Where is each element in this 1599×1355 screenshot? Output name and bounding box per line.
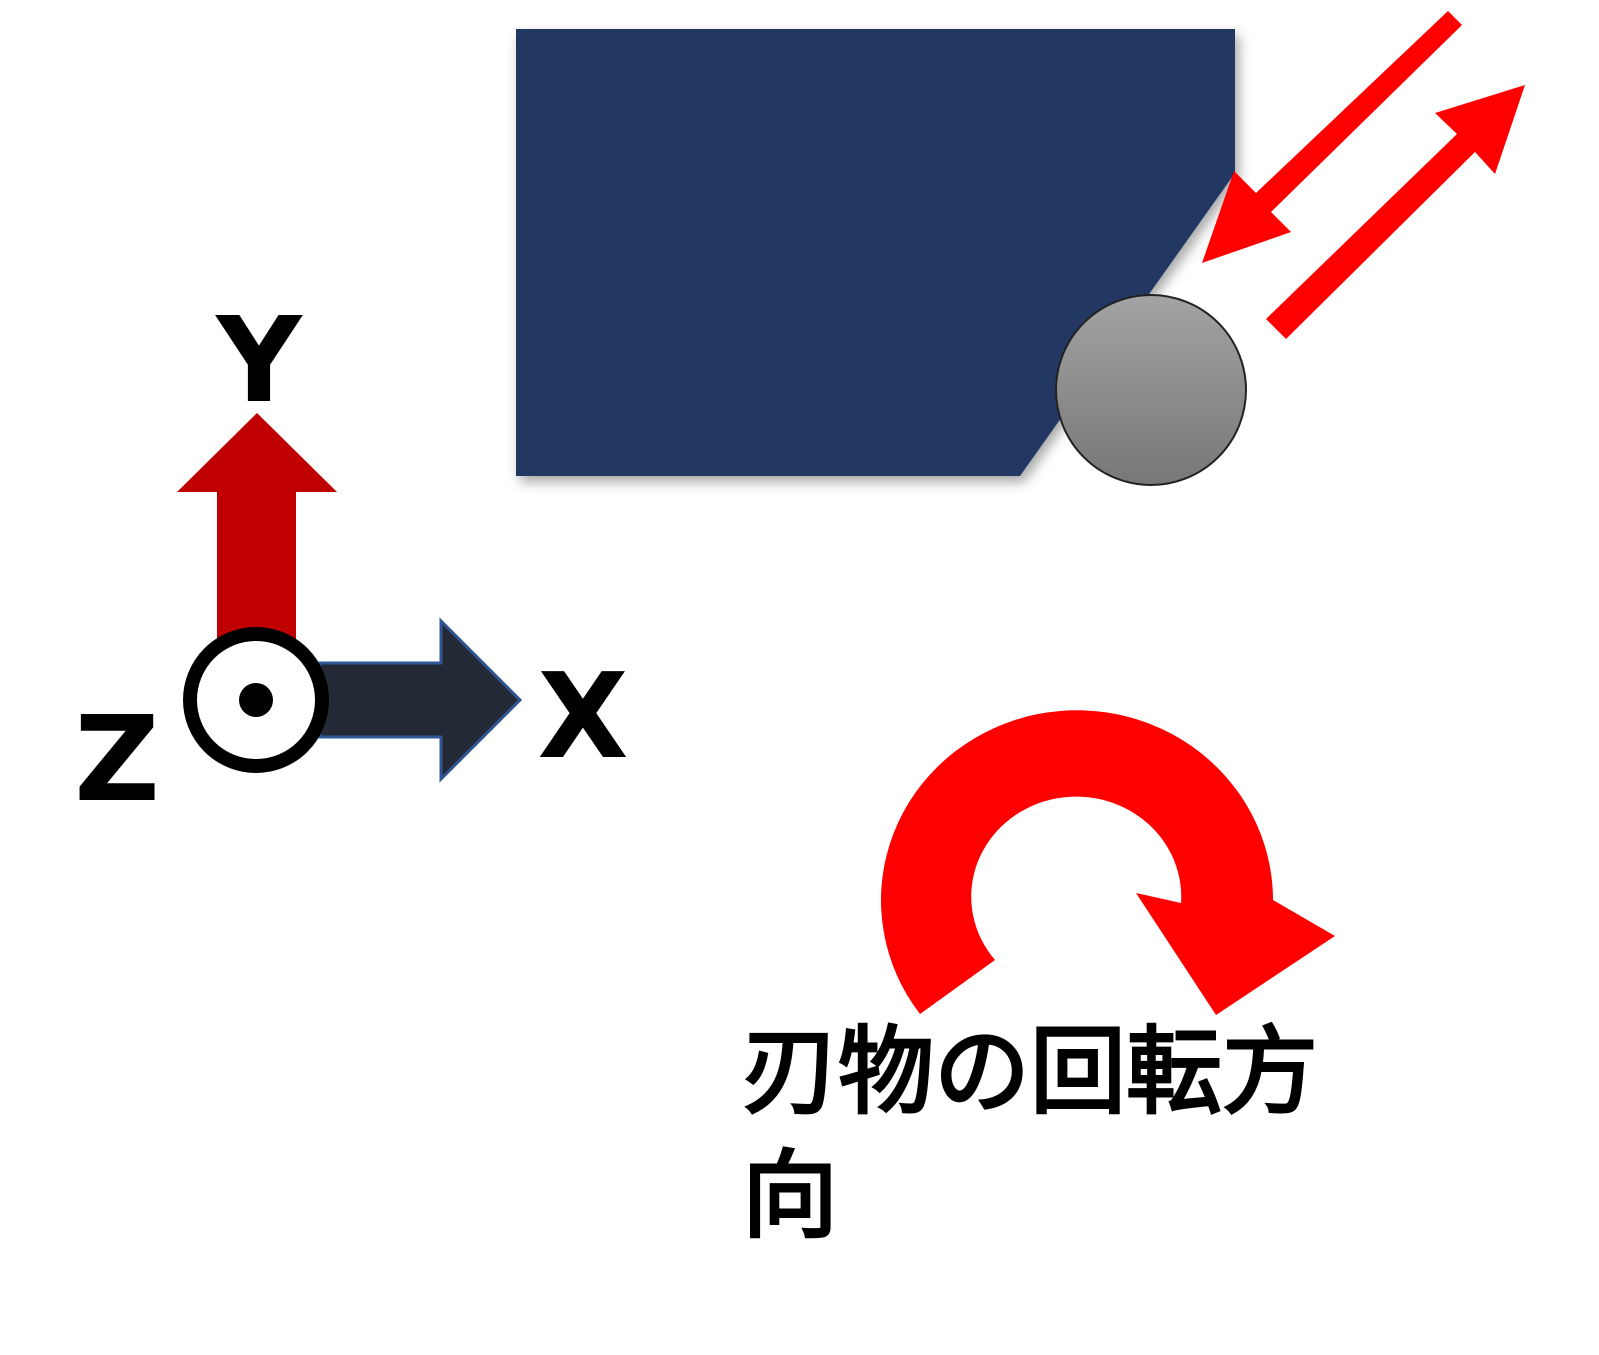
workpiece-block (516, 29, 1235, 476)
x-axis-label: X (538, 647, 629, 785)
feed-arrow-inward (1202, 11, 1462, 263)
y-axis-label: Y (214, 291, 303, 429)
z-axis-label: Z (74, 690, 160, 828)
y-axis-arrow (177, 413, 337, 640)
x-axis-arrow (318, 617, 523, 783)
feed-arrow-outward (1266, 85, 1525, 339)
circular-tool-icon (1055, 294, 1247, 486)
double-diagonal-arrow-icon (1202, 11, 1525, 339)
tool-rotation-caption: 刃物の回転方向 (742, 1016, 1318, 1252)
clockwise-arrow-icon (881, 710, 1335, 1015)
out-of-page-dot-icon (183, 627, 329, 773)
